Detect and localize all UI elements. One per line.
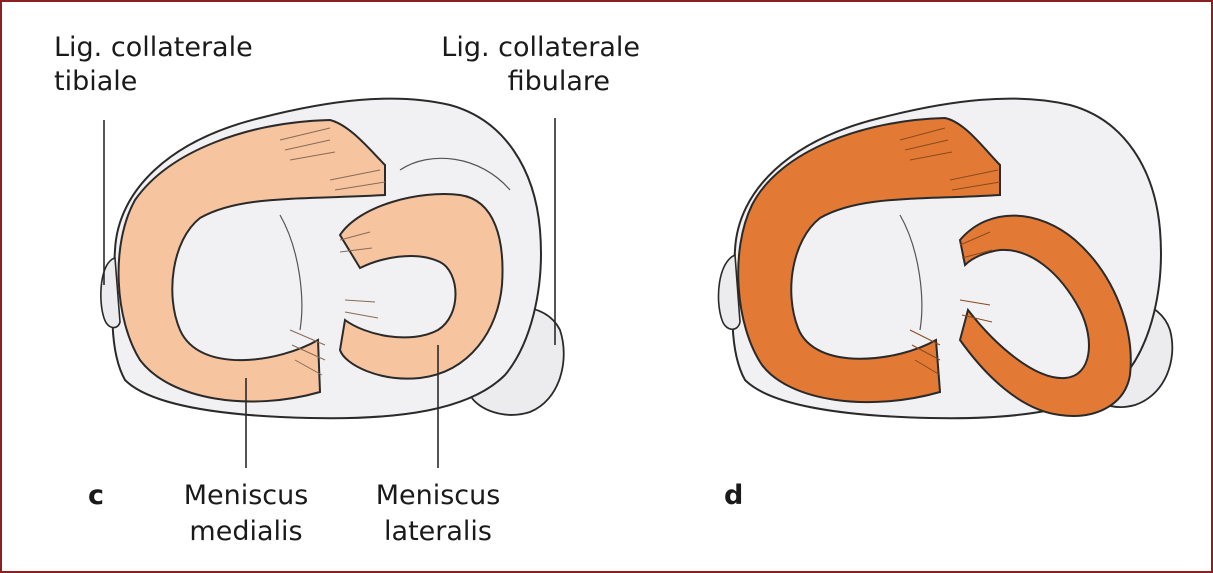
label-lig-collaterale-tibiale-line2: tibiale [54, 66, 137, 98]
label-lig-collaterale-tibiale-line1: Lig. collaterale [54, 32, 253, 64]
label-meniscus-medialis-line2: medialis [189, 516, 302, 548]
label-meniscus-medialis-line1: Meniscus [184, 480, 309, 512]
label-meniscus-lateralis-line2: lateralis [384, 516, 492, 548]
panel-letter-c: c [88, 480, 104, 511]
label-meniscus-lateralis-line1: Meniscus [376, 480, 501, 512]
label-lig-collaterale-fibulare-line1: Lig. collaterale [430, 32, 640, 64]
panel-c-illustration [101, 99, 564, 468]
label-lig-collaterale-fibulare-line2: fibulare [430, 66, 610, 98]
panel-letter-d: d [724, 480, 743, 511]
panel-d-illustration [718, 99, 1172, 419]
